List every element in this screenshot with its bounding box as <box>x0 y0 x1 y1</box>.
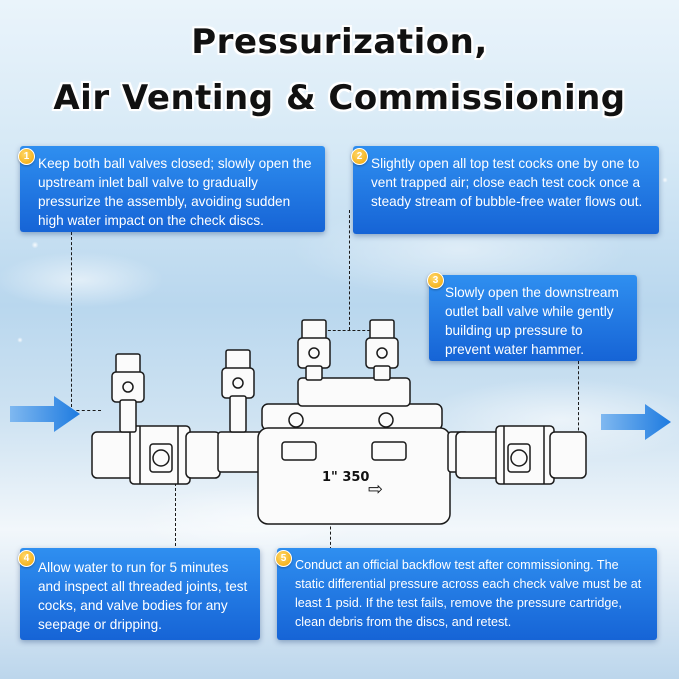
leader-line-3 <box>578 361 579 451</box>
step-badge-1: 1 <box>18 148 35 165</box>
test-cock-2 <box>221 349 255 433</box>
step-text-5: Conduct an official backflow test after … <box>295 558 642 629</box>
page-title-line-2: Air Venting & Commissioning <box>53 78 626 118</box>
body-flow-arrow-icon: ⇨ <box>368 479 384 500</box>
inlet-ball-valve <box>91 425 221 485</box>
leader-line-1-end <box>71 410 101 411</box>
step-text-3: Slowly open the downstream outlet ball v… <box>445 285 619 357</box>
leader-line-1 <box>71 232 72 412</box>
outlet-ball-valve <box>455 425 587 485</box>
assembly-size-label: 1" 350 <box>322 470 370 485</box>
inlet-flow-arrow-icon <box>10 396 80 432</box>
leader-line-4 <box>175 463 176 551</box>
step-badge-3: 3 <box>427 272 444 289</box>
test-cock-4 <box>365 319 399 381</box>
step-card-2: 2 Slightly open all top test cocks one b… <box>351 146 659 234</box>
step-card-3: 3 Slowly open the downstream outlet ball… <box>427 272 637 361</box>
page-title-line-1: Pressurization, <box>191 22 488 62</box>
step-card-5: 5 Conduct an official backflow test afte… <box>275 548 657 640</box>
test-cock-3 <box>297 319 331 381</box>
step-card-4: 4 Allow water to run for 5 minutes and i… <box>18 548 260 640</box>
step-badge-4: 4 <box>18 550 35 567</box>
assembly-body <box>257 377 451 525</box>
step-text-4: Allow water to run for 5 minutes and ins… <box>38 560 248 632</box>
step-badge-2: 2 <box>351 148 368 165</box>
outlet-flow-arrow-icon <box>601 404 671 440</box>
leader-line-2 <box>349 210 350 330</box>
step-text-2: Slightly open all top test cocks one by … <box>371 156 643 209</box>
leader-line-2-branch <box>318 330 380 331</box>
step-card-1: 1 Keep both ball valves closed; slowly o… <box>18 146 325 232</box>
step-text-1: Keep both ball valves closed; slowly ope… <box>38 156 312 228</box>
step-badge-5: 5 <box>275 550 292 567</box>
test-cock-1 <box>111 353 145 433</box>
